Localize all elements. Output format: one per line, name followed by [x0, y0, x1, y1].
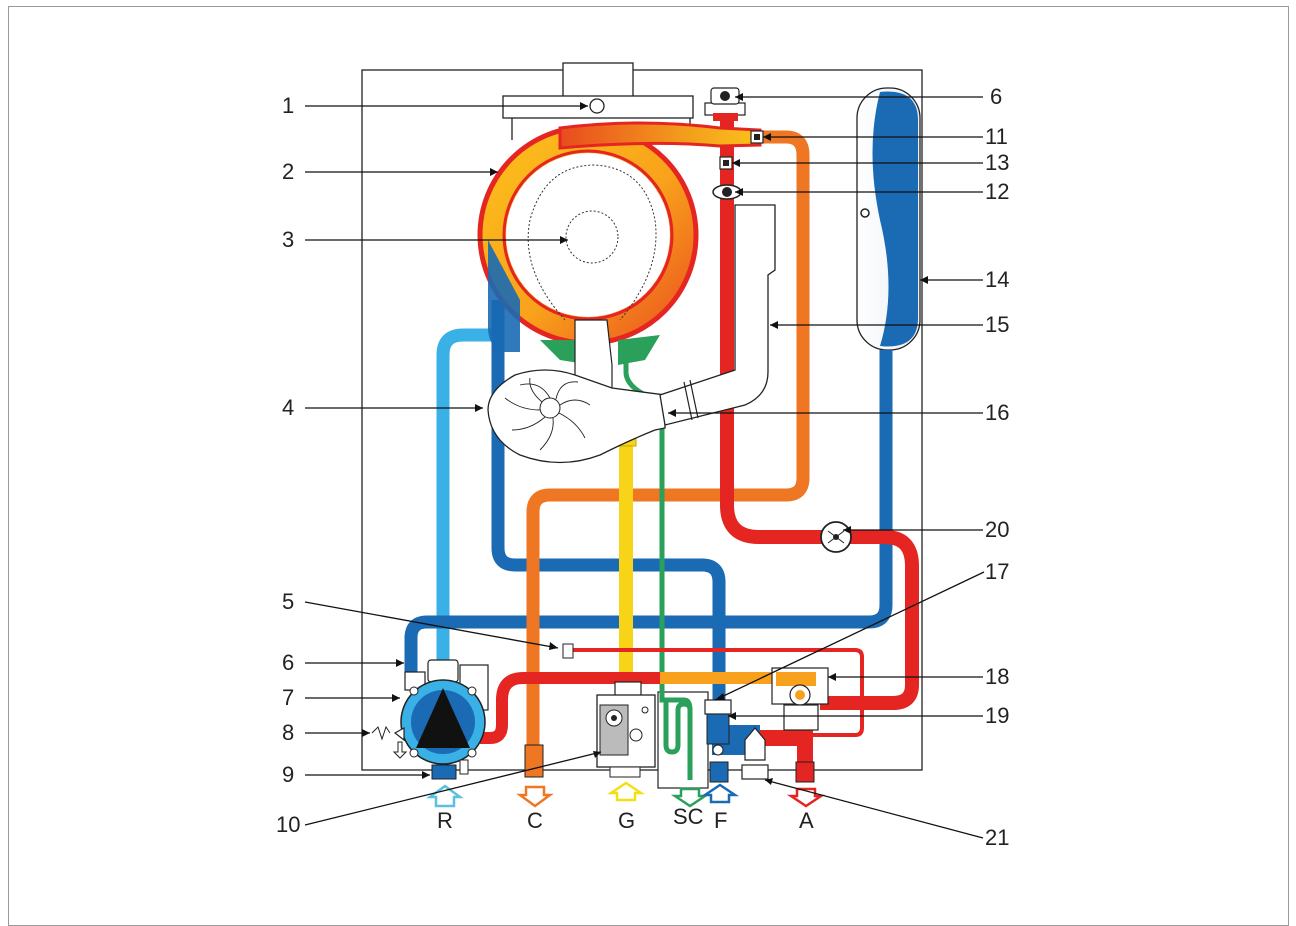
cold-water-fitting	[709, 761, 729, 783]
burner	[565, 210, 619, 264]
fan	[487, 369, 666, 464]
pipe-cold-blue	[491, 300, 726, 740]
label-A: A	[799, 808, 814, 833]
safety-valve	[371, 725, 408, 759]
callout-14: 14	[985, 267, 1009, 292]
pipe-dhw-thin	[570, 648, 864, 737]
arrow-G	[606, 781, 646, 802]
callout-6-right: 6	[990, 84, 1002, 109]
pump	[400, 659, 489, 780]
flow-sensor	[719, 156, 733, 170]
leaders-left	[304, 105, 602, 826]
pipe-vessel-blue	[404, 350, 893, 680]
callout-10: 10	[276, 812, 300, 837]
condensate-loop	[663, 700, 693, 755]
callout-12: 12	[985, 179, 1009, 204]
callout-16: 16	[985, 400, 1009, 425]
dhw-outlet-fitting	[795, 761, 815, 783]
callout-8: 8	[282, 720, 294, 745]
label-F: F	[714, 808, 727, 833]
leaders-right	[668, 96, 985, 839]
arrow-SC	[670, 787, 710, 808]
air-intake-duct	[659, 204, 776, 426]
vessel-valve	[860, 208, 870, 218]
label-C: C	[527, 808, 543, 833]
leader-arrowheads-left	[362, 102, 601, 779]
callout-5: 5	[282, 589, 294, 614]
callout-1: 1	[282, 93, 294, 118]
duct-clamp	[683, 379, 699, 421]
pipe-pump-outlet	[480, 672, 800, 744]
gas-valve	[596, 681, 656, 778]
vessel-membrane	[872, 91, 918, 347]
callout-2: 2	[282, 159, 294, 184]
callout-9: 9	[282, 762, 294, 787]
callout-18: 18	[985, 664, 1009, 689]
filling-valve	[741, 727, 769, 780]
label-R: R	[437, 808, 453, 833]
callout-7: 7	[282, 685, 294, 710]
pipe-heating-orange	[526, 130, 810, 760]
arrow-C	[516, 785, 554, 808]
label-G: G	[618, 808, 635, 833]
boiler-diagram: R C G SC F A	[276, 62, 1009, 850]
pipe-return-light	[436, 328, 498, 675]
fuse-component	[712, 184, 742, 200]
callout-15: 15	[985, 312, 1009, 337]
pressure-gauge	[820, 521, 852, 553]
sampling-port	[589, 98, 605, 114]
label-SC: SC	[673, 804, 704, 829]
flow-switch	[771, 667, 829, 731]
air-vent-top	[704, 87, 746, 121]
callout-11: 11	[985, 124, 1008, 149]
leader-arrowheads-right	[668, 93, 928, 785]
arrow-R	[426, 784, 464, 808]
callout-19: 19	[985, 703, 1009, 728]
pipe-flow-red	[720, 115, 919, 710]
heating-flow-fitting	[524, 744, 544, 778]
burner-flame-area	[527, 164, 657, 321]
callout-6-left: 6	[282, 650, 294, 675]
dhw-thin-fitting	[562, 643, 574, 659]
arrow-F	[700, 783, 740, 804]
callout-13: 13	[985, 150, 1009, 175]
limit-thermostat	[750, 130, 764, 144]
flue-outlet	[562, 62, 634, 98]
callout-21: 21	[985, 825, 1009, 850]
callout-3: 3	[282, 227, 294, 252]
callout-4: 4	[282, 395, 294, 420]
callout-20: 20	[985, 517, 1009, 542]
diverter-valve	[704, 699, 732, 756]
callout-17: 17	[985, 559, 1009, 584]
